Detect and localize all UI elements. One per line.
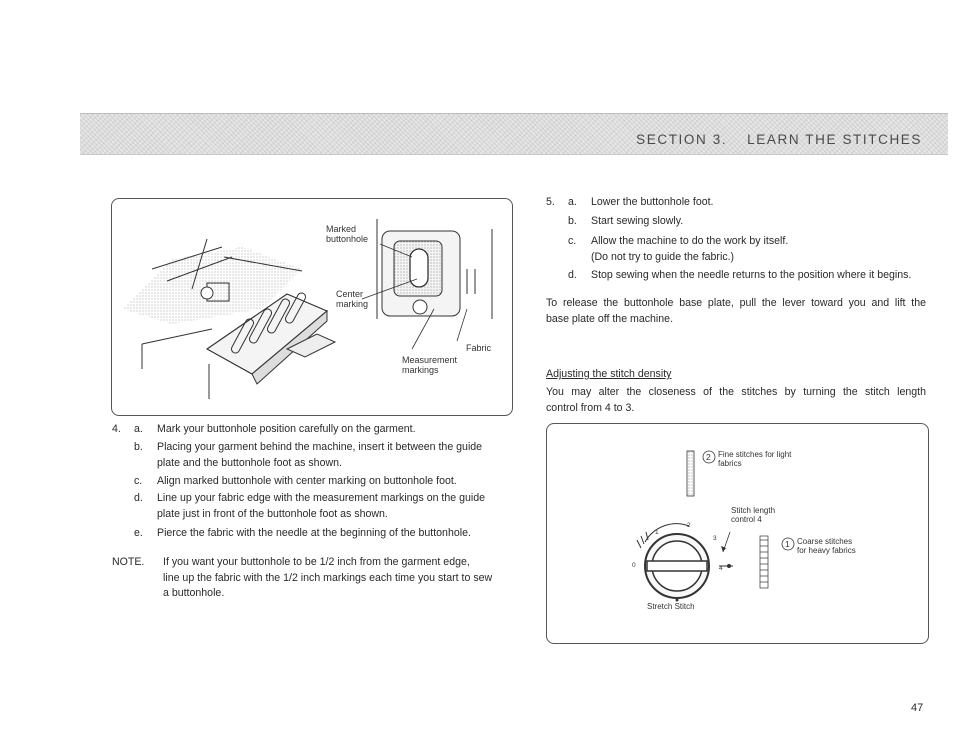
dial-tick-0: 0 — [632, 562, 636, 569]
stitch-dial-figure: 2 Fine stitches for light fabrics Stitch… — [546, 423, 929, 644]
item-text: Stop sewing when the needle returns to t… — [591, 269, 912, 281]
dial-tick-2: 2 — [687, 522, 691, 529]
marked-buttonhole-label: Marked buttonhole — [326, 224, 369, 244]
item-letter: a. — [134, 423, 143, 435]
stitch-length-control-label: Stitch length control 4 — [731, 506, 776, 524]
section-number: SECTION 3. — [636, 132, 728, 147]
item-text: Placing your garment behind the machine,… — [157, 441, 483, 469]
center-marking-label: Center marking — [336, 289, 369, 309]
step-4: 4. a. Mark your buttonhole position care… — [112, 422, 514, 542]
coarse-number: 1 — [785, 539, 790, 549]
item-letter: b. — [568, 215, 577, 227]
item-text: Line up your fabric edge with the measur… — [157, 492, 486, 520]
item-text: Align marked buttonhole with center mark… — [157, 475, 457, 487]
item-letter: c. — [134, 475, 143, 487]
stretch-stitch-label: Stretch Stitch — [647, 602, 695, 611]
dial-tick-4: 4 — [719, 565, 723, 572]
item-text: Allow the machine to do the work by itse… — [591, 235, 789, 263]
step-number: 5. — [546, 196, 555, 208]
coarse-stitches-label: Coarse stitches for heavy fabrics — [797, 537, 856, 555]
dial-tick-3: 3 — [713, 535, 717, 542]
section-header-banner: SECTION 3. LEARN THE STITCHES — [80, 113, 948, 155]
page-number: 47 — [911, 702, 924, 714]
step-5: 5. a. Lower the buttonhole foot. b. Star… — [546, 195, 926, 290]
fine-number: 2 — [706, 452, 711, 462]
step-number: 4. — [112, 423, 121, 435]
item-letter: d. — [134, 492, 143, 504]
note-text: If you want your buttonhole to be 1/2 in… — [163, 556, 493, 599]
section-name: LEARN THE STITCHES — [747, 132, 922, 147]
density-heading: Adjusting the stitch density — [546, 368, 672, 380]
item-letter: e. — [134, 527, 143, 539]
release-paragraph: To release the buttonhole base plate, pu… — [546, 297, 926, 325]
fabric-label: Fabric — [466, 343, 492, 353]
buttonhole-illustration — [122, 219, 493, 399]
note: NOTE. If you want your buttonhole to be … — [112, 555, 514, 605]
buttonhole-figure: Marked buttonhole Center marking Fabric … — [111, 198, 513, 416]
item-text: Pierce the fabric with the needle at the… — [157, 527, 471, 539]
fine-stitches-label: Fine stitches for light fabrics — [718, 450, 792, 468]
item-text: Lower the buttonhole foot. — [591, 196, 714, 208]
item-letter: a. — [568, 196, 577, 208]
note-label: NOTE. — [112, 556, 145, 568]
item-letter: c. — [568, 235, 577, 247]
measurement-markings-label: Measurement markings — [402, 355, 458, 375]
item-text: Start sewing slowly. — [591, 215, 684, 227]
item-letter: b. — [134, 441, 143, 453]
section-title: SECTION 3. LEARN THE STITCHES — [636, 132, 922, 147]
item-text: Mark your buttonhole position carefully … — [157, 423, 416, 435]
item-letter: d. — [568, 269, 577, 281]
density-paragraph: You may alter the closeness of the stitc… — [546, 386, 926, 414]
dial-tick-1: 1 — [655, 529, 659, 536]
dial-illustration — [636, 450, 795, 602]
